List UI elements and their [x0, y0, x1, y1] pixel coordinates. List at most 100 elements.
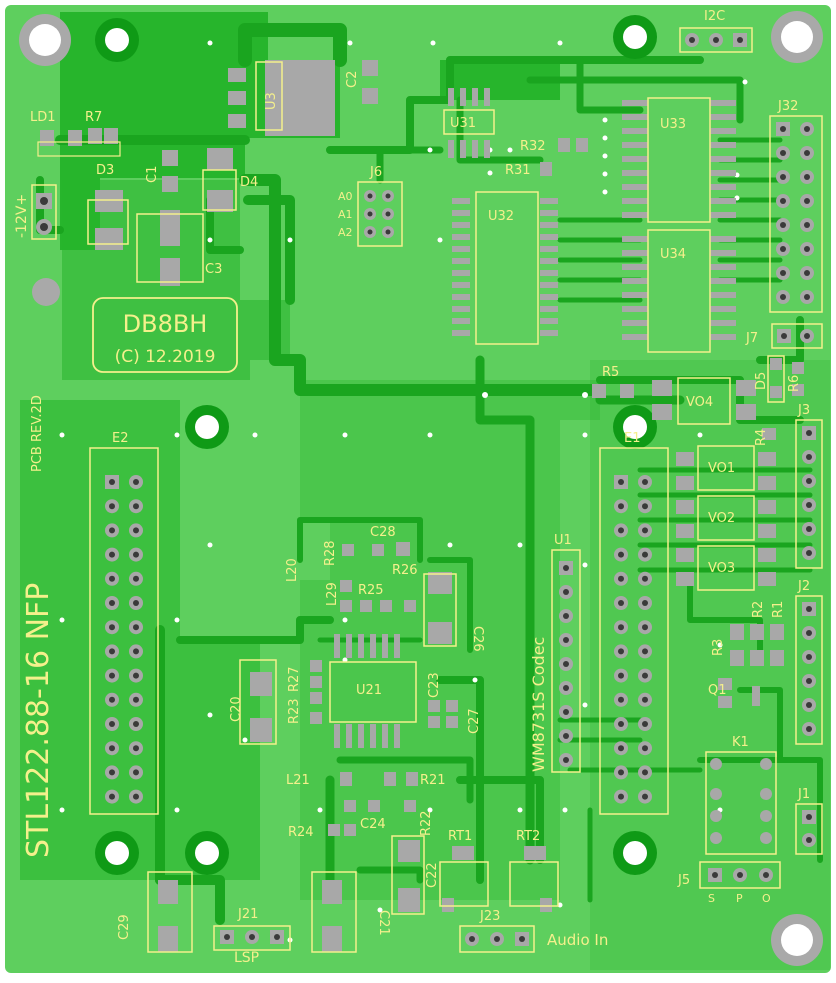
r23-label: R23	[287, 698, 302, 724]
pin-hole	[618, 479, 624, 485]
pin-hole	[133, 696, 139, 703]
j6-header	[357, 181, 403, 247]
pin-hole	[618, 745, 624, 752]
pin-hole	[109, 745, 115, 752]
u21-label: U21	[356, 683, 382, 698]
pin-hole	[563, 733, 569, 739]
pin-hole	[642, 575, 648, 582]
pin-hole	[618, 527, 624, 534]
r4-label: R4	[754, 429, 769, 446]
i2c-label: I2C	[704, 9, 725, 24]
pin-hole	[618, 648, 624, 655]
pin-hole	[642, 527, 648, 534]
j5-s-label: S	[708, 892, 715, 905]
pin-hole	[109, 721, 115, 727]
e2-label: E2	[112, 431, 129, 446]
pin-hole	[109, 769, 115, 776]
r27-label: R27	[287, 666, 302, 692]
pin-hole	[133, 575, 139, 582]
vo3-label: VO3	[708, 561, 735, 576]
c22-label: C22	[425, 862, 440, 888]
fiducial	[32, 278, 60, 306]
r32-label: R32	[520, 139, 546, 154]
pin-hole	[618, 672, 624, 679]
r1-label: R1	[771, 601, 786, 618]
pin-hole	[109, 624, 115, 631]
pin-hole	[133, 721, 139, 727]
a0-label: A0	[338, 190, 353, 203]
pin-hole	[109, 648, 115, 655]
pin-hole	[133, 600, 139, 606]
j6-label: J6	[369, 165, 382, 180]
pin-hole	[563, 757, 569, 763]
a1-label: A1	[338, 208, 353, 221]
pin-hole	[563, 565, 569, 571]
j1-label: J1	[797, 787, 810, 802]
pin-hole	[642, 721, 648, 727]
codec-label: WM8731S Codec	[529, 637, 548, 772]
pin-hole	[109, 672, 115, 679]
c21-label: C21	[376, 910, 391, 936]
u1-codec-header	[551, 549, 581, 773]
pin-hole	[109, 527, 115, 534]
pin-hole	[109, 551, 115, 558]
author-text: DB8BH	[123, 310, 208, 338]
j3-label: J3	[797, 403, 810, 418]
pin-hole	[618, 551, 624, 558]
pin-hole	[133, 479, 139, 485]
pin-hole	[618, 600, 624, 606]
revision-text: PCB REV.2D	[30, 395, 45, 472]
r26-label: R26	[392, 563, 418, 578]
relay-section	[699, 624, 784, 889]
pin-hole	[109, 479, 115, 485]
k1-label: K1	[732, 735, 749, 750]
u3-regulator	[228, 60, 378, 136]
c20-label: C20	[229, 696, 244, 722]
rt2-label: RT2	[516, 829, 540, 844]
pin-hole	[133, 551, 139, 558]
pin-hole	[563, 637, 569, 643]
r28-label: R28	[323, 540, 338, 566]
logic-ic-outlines	[443, 97, 711, 353]
pin-hole	[133, 503, 139, 510]
l29-label: L29	[325, 582, 340, 606]
r21-label: R21	[420, 773, 446, 788]
author-box	[92, 297, 238, 373]
pin-hole	[642, 648, 648, 655]
pin-hole	[618, 696, 624, 703]
j5-label: J5	[677, 873, 690, 888]
pin-hole	[642, 600, 648, 606]
pin-hole	[642, 624, 648, 631]
r6-label: R6	[787, 375, 802, 392]
mounting-holes	[19, 11, 823, 966]
pin-hole	[618, 793, 624, 800]
vo1-label: VO1	[708, 461, 735, 476]
pin-hole	[618, 624, 624, 631]
pin-hole	[563, 613, 569, 619]
c27-label: C27	[467, 708, 482, 734]
r24-label: R24	[288, 825, 314, 840]
j32-label: J32	[777, 99, 798, 114]
pin-hole	[642, 745, 648, 752]
pin-hole	[642, 503, 648, 510]
j5-o-label: O	[762, 892, 771, 905]
d3-label: D3	[96, 163, 114, 178]
c23-label: C23	[427, 672, 442, 698]
r7-label: R7	[85, 110, 102, 125]
e2-header	[89, 447, 159, 815]
pin-hole	[133, 527, 139, 534]
pin-hole	[642, 793, 648, 800]
pin-hole	[109, 600, 115, 606]
board-title-text: STL122.88-16 NFP	[21, 583, 56, 858]
pin-hole	[133, 648, 139, 655]
r2-label: R2	[751, 601, 766, 618]
pin-hole	[642, 769, 648, 776]
copyright-text: (C) 12.2019	[115, 347, 216, 367]
l21-label: L21	[286, 773, 310, 788]
j7-d5-section	[767, 323, 823, 403]
j32-header	[769, 115, 823, 313]
u32-label: U32	[488, 209, 514, 224]
pin-hole	[133, 745, 139, 752]
u33-label: U33	[660, 117, 686, 132]
silkscreen-text: DB8BH (C) 12.2019 STL122.88-16 NFP PCB R…	[14, 9, 810, 966]
